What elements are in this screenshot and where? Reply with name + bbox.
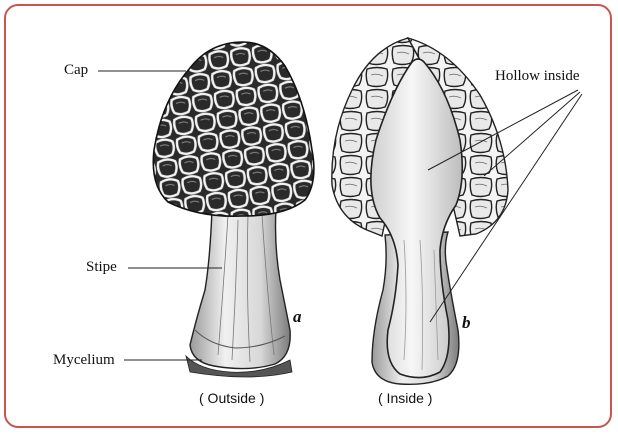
mycelium-label: Mycelium [53, 352, 115, 369]
hollow-inside-label: Hollow inside [495, 68, 580, 85]
stipe-label: Stipe [86, 259, 117, 276]
caption-inside: ( Inside ) [378, 390, 432, 406]
caption-outside: ( Outside ) [199, 390, 264, 406]
figure-letter-a: a [293, 307, 302, 327]
outside-stipe [190, 208, 290, 369]
inside-morel [330, 38, 508, 384]
outside-morel [153, 42, 314, 377]
figure-letter-b: b [462, 313, 471, 333]
cap-label: Cap [64, 62, 88, 79]
outside-cap [153, 42, 314, 216]
